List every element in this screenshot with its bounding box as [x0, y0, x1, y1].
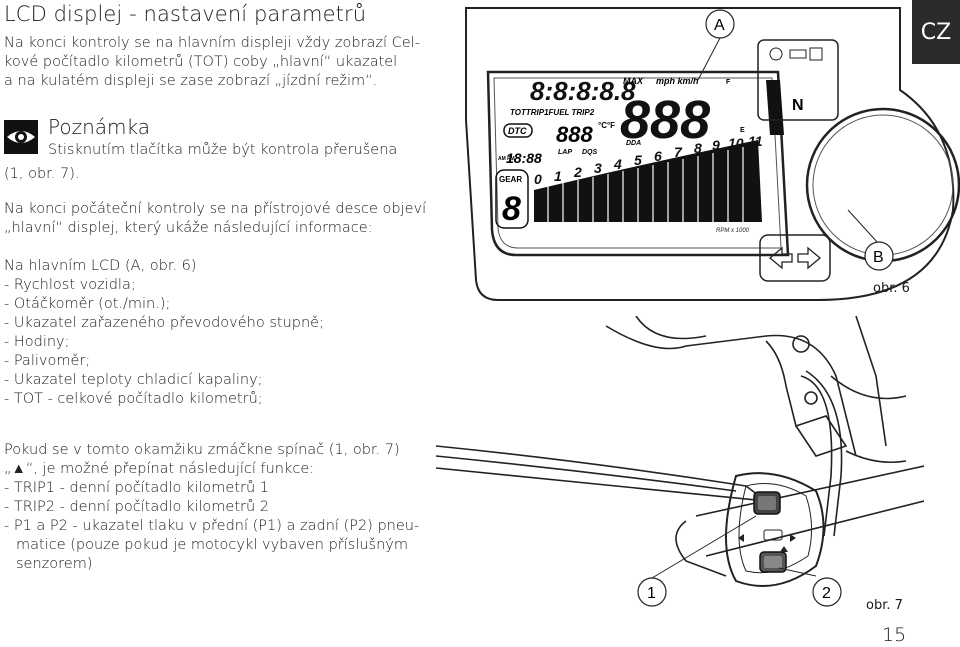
clock-digits: 18:88 — [506, 150, 542, 166]
list-item: - Palivoměr; — [4, 353, 91, 369]
note-text-line2: (1, obr. 7). — [4, 166, 80, 182]
am-pm-label: AM PM — [498, 156, 515, 162]
paragraph-line: „hlavní“ displej, který ukáže následujíc… — [4, 220, 373, 236]
fuel-empty-mark: E — [740, 127, 745, 134]
rpm-tick: 4 — [613, 156, 622, 172]
eye-icon — [4, 120, 38, 154]
max-label: MAX — [623, 76, 644, 86]
note-text-line1: Stisknutím tlačítka může být kontrola př… — [48, 142, 398, 158]
rpm-tick: 7 — [674, 144, 683, 160]
figure-6-dashboard: RPM x 1000 F E 8:8:8:8.8 TOTTRIP1FUEL TR… — [458, 0, 960, 316]
speed-digits: 888 — [620, 90, 710, 150]
intro-paragraph: Na konci kontroly se na hlavním displeji… — [4, 34, 420, 91]
list-item: - Ukazatel zařazeného převodového stupně… — [4, 315, 324, 331]
dqs-label: DQS — [582, 149, 598, 156]
dda-label: DDA — [626, 140, 641, 147]
figure-7-handlebar-switch: 1 2 — [435, 315, 925, 616]
speed-units: mph km/h — [656, 76, 699, 86]
rpm-tick: 8 — [694, 140, 702, 156]
paragraph-line: Na konci počáteční kontroly se na přístr… — [4, 201, 427, 217]
gear-label: GEAR — [499, 175, 522, 184]
intro-line: kové počítadlo kilometrů (TOT) coby „hla… — [4, 54, 398, 70]
list-1: Na hlavním LCD (A, obr. 6) - Rychlost vo… — [4, 257, 324, 409]
fuel-full-mark: F — [726, 79, 731, 86]
lap-label: LAP — [558, 149, 572, 156]
paragraph-3: Pokud se v tomto okamžiku zmáčkne spínač… — [4, 441, 419, 574]
figure-6-caption: obr. 6 — [873, 281, 910, 296]
small-digits: 888 — [556, 122, 593, 147]
list-item: - P1 a P2 - ukazatel tlaku v přední (P1)… — [4, 518, 420, 534]
rpm-tick: 2 — [573, 164, 582, 180]
rpm-label: RPM x 1000 — [716, 228, 750, 234]
paragraph-2: Na konci počáteční kontroly se na přístr… — [4, 200, 426, 238]
list-header: Na hlavním LCD (A, obr. 6) — [4, 258, 197, 274]
page-title: LCD displej - nastavení parametrů — [4, 2, 367, 26]
language-badge: CZ — [912, 0, 960, 64]
odometer-digits: 8:8:8:8.8 — [530, 76, 636, 106]
temp-unit: °C°F — [598, 121, 615, 130]
figure-7-caption: obr. 7 — [866, 598, 903, 613]
callout-1: 1 — [647, 585, 656, 602]
list-item: - Hodiny; — [4, 334, 70, 350]
intro-line: a na kulatém displeji se zase zobrazí „j… — [4, 73, 378, 89]
paragraph-line: Pokud se v tomto okamžiku zmáčkne spínač… — [4, 442, 400, 458]
list-item: - Ukazatel teploty chladicí kapaliny; — [4, 372, 263, 388]
rpm-tick: 5 — [634, 152, 642, 168]
list-item: - TOT - celkové počítadlo kilometrů; — [4, 391, 263, 407]
neutral-indicator: N — [792, 97, 804, 114]
callout-2: 2 — [822, 585, 831, 602]
callout-a: A — [714, 17, 725, 34]
list-item: senzorem) — [16, 556, 93, 572]
list-item: - TRIP1 - denní počítadlo kilometrů 1 — [4, 480, 270, 496]
list-item: - TRIP2 - denní počítadlo kilometrů 2 — [4, 499, 270, 515]
rpm-tick: 3 — [594, 160, 602, 176]
rpm-tick: 6 — [654, 148, 662, 164]
paragraph-line: „▲“, je možné přepínat následující funkc… — [4, 461, 315, 477]
intro-line: Na konci kontroly se na hlavním displeji… — [4, 35, 420, 51]
rpm-tick: 11 — [748, 133, 763, 149]
list-item: matice (pouze pokud je motocykl vybaven … — [16, 537, 408, 553]
gear-digit: 8 — [502, 190, 521, 228]
trip-labels: TOTTRIP1FUEL TRIP2 — [510, 108, 595, 117]
rpm-tick: 9 — [712, 137, 720, 153]
rpm-tick: 1 — [554, 168, 562, 184]
note-title: Poznámka — [48, 115, 150, 139]
callout-b: B — [873, 249, 884, 266]
list-item: - Rychlost vozidla; — [4, 277, 136, 293]
rpm-tick: 0 — [534, 171, 542, 187]
page-number: 15 — [882, 624, 907, 646]
list-item: - Otáčkoměr (ot./min.); — [4, 296, 171, 312]
dtc-label: DTC — [508, 126, 527, 136]
rpm-tick: 10 — [728, 135, 744, 151]
